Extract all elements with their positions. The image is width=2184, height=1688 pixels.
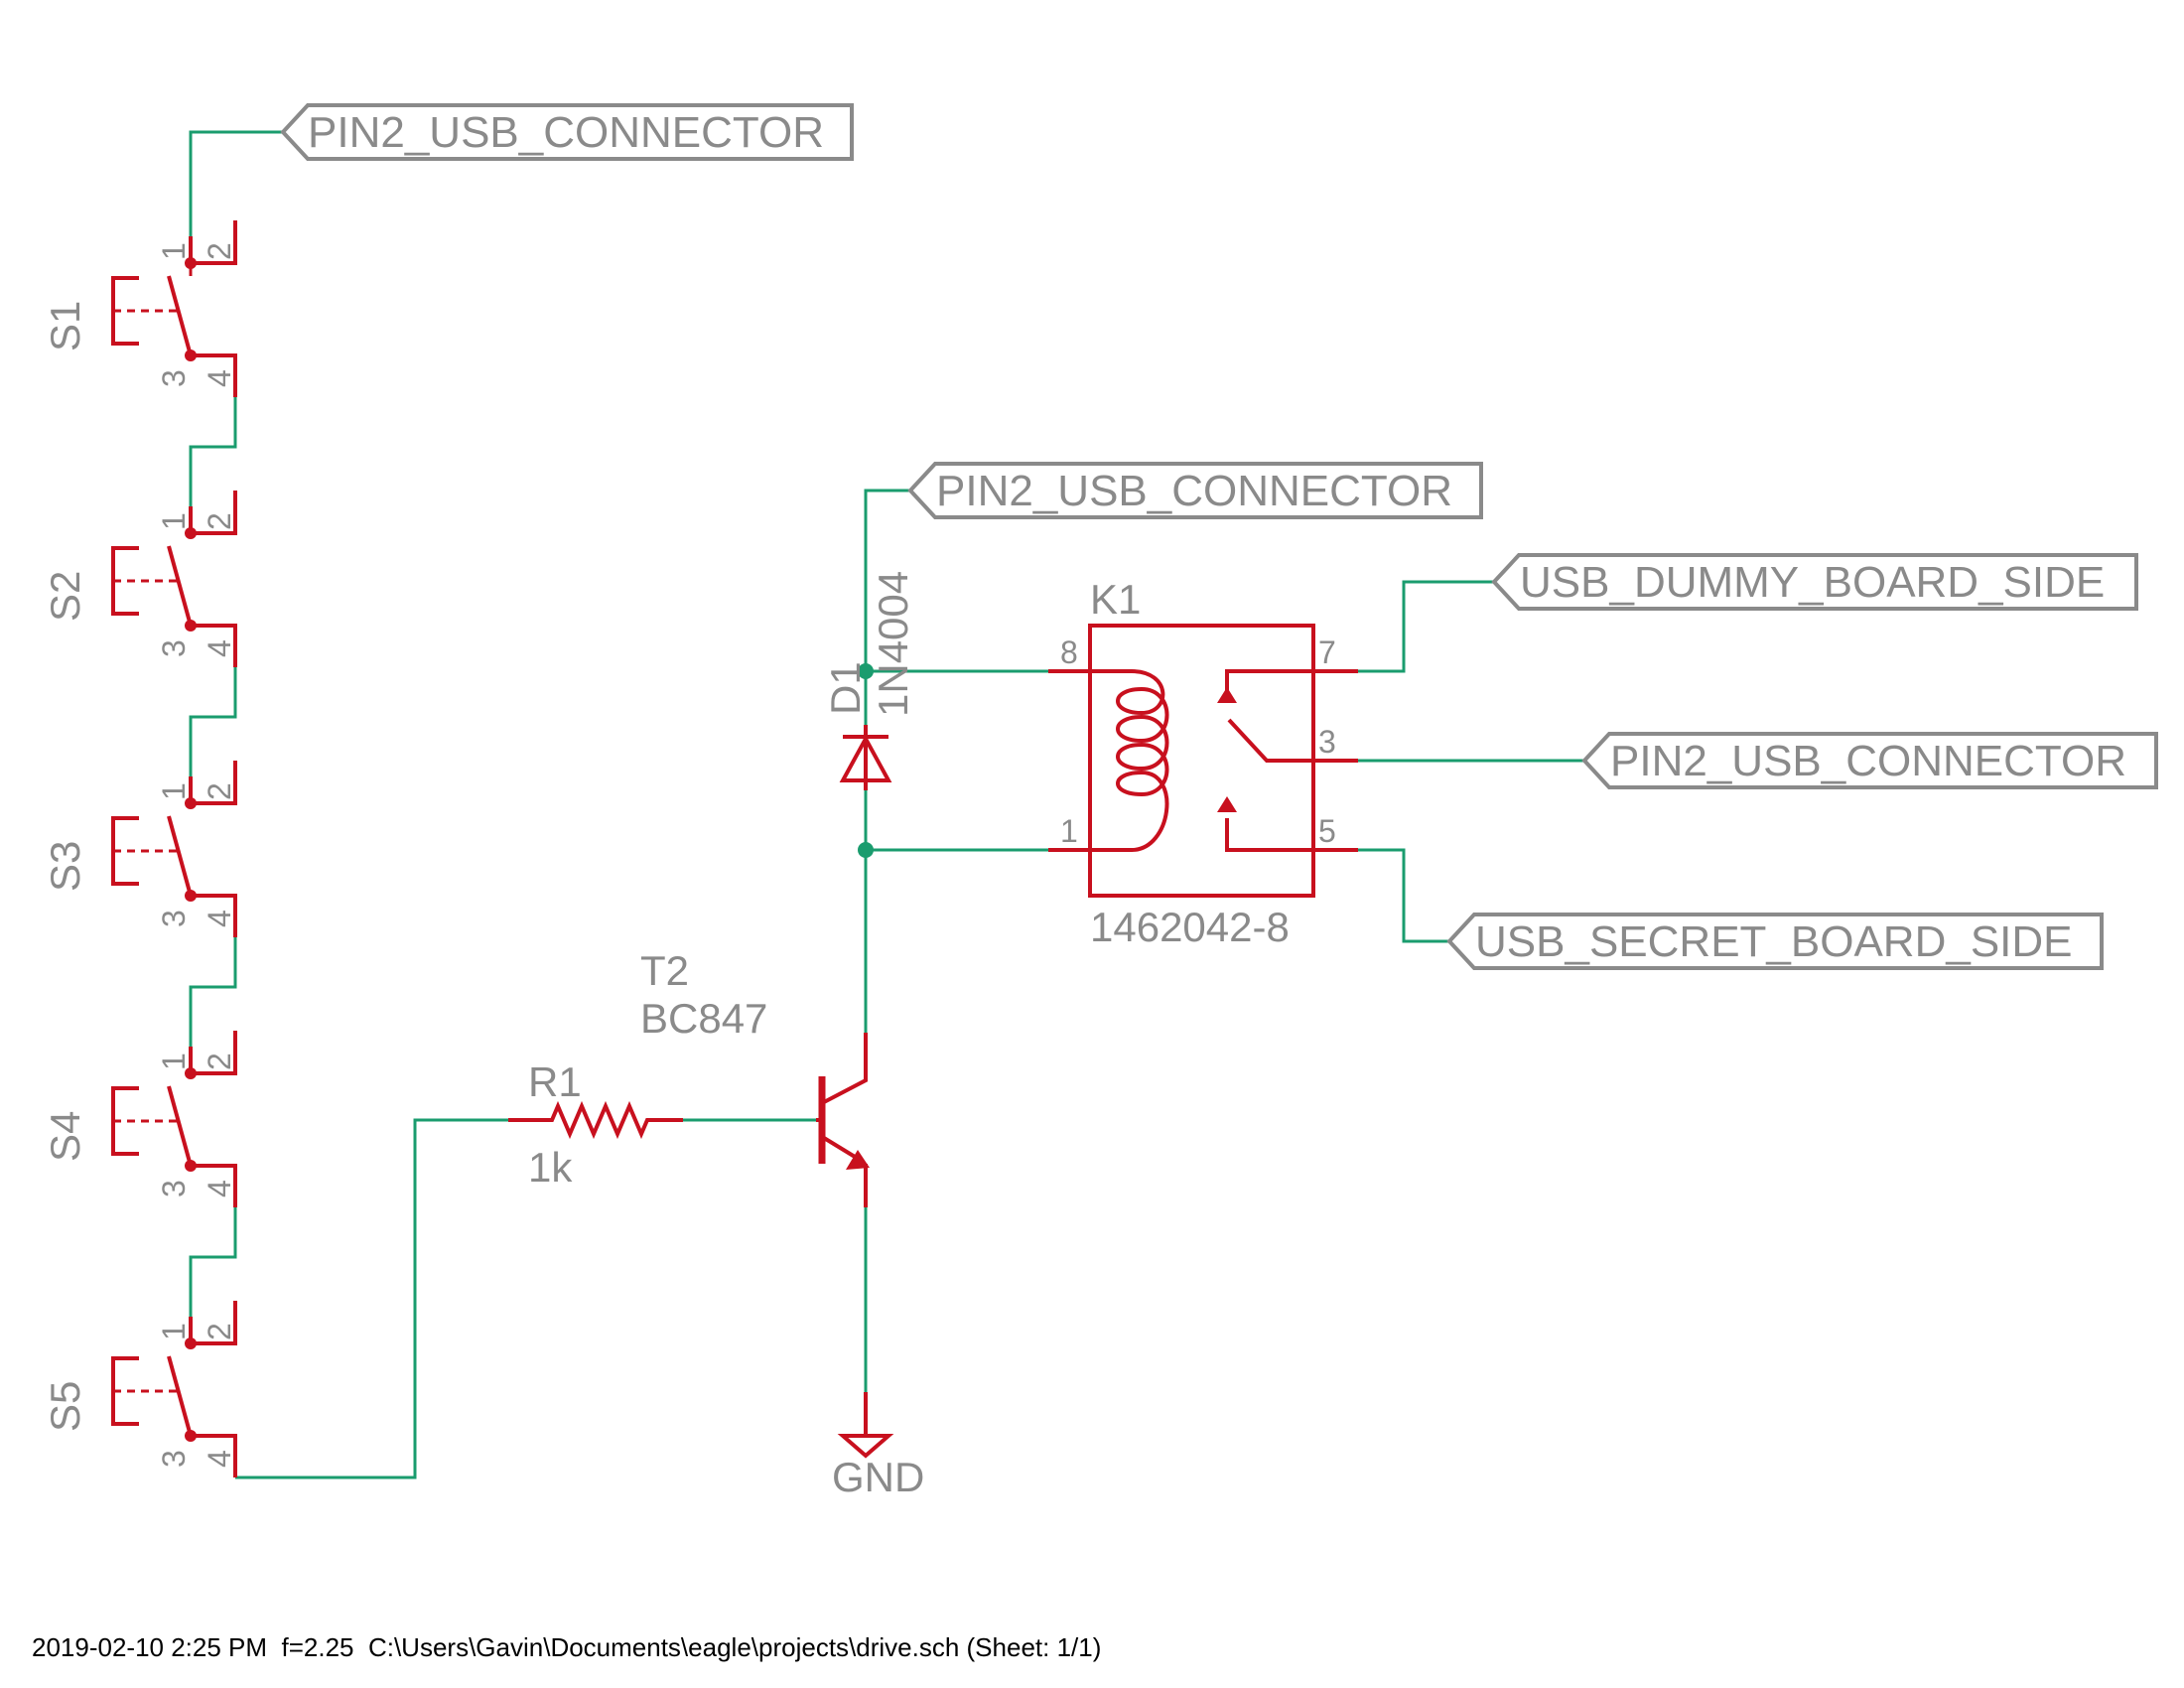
junction-dot (858, 842, 874, 858)
pin-number: 1 (156, 1053, 192, 1070)
pin-number: 1 (1060, 813, 1078, 849)
relay-ref: K1 (1090, 576, 1141, 623)
refdes-label: S4 (42, 1111, 88, 1162)
refdes-label: S1 (42, 301, 88, 352)
pin-number: 2 (202, 1323, 237, 1340)
switch-s1[interactable]: 1 2 3 4 S1 (42, 220, 237, 397)
wire-s1-s2 (189, 397, 237, 506)
wires (189, 130, 1584, 1479)
ground-symbol: GND (832, 1392, 924, 1500)
wire-top-net (189, 130, 283, 236)
relay-coil (1090, 669, 1169, 852)
pin-number: 4 (202, 1180, 237, 1197)
switch-s3[interactable]: 1 2 3 4 S3 (42, 761, 237, 937)
net-label-text: PIN2_USB_CONNECTOR (308, 108, 824, 157)
net-label-text: PIN2_USB_CONNECTOR (936, 467, 1452, 515)
relay-k1[interactable]: K1 1462042-8 8 1 7 3 5 (1048, 576, 1358, 950)
pin-number: 8 (1060, 634, 1078, 670)
wire-k1-pin7 (1358, 580, 1494, 673)
diode-value: 1N4004 (870, 571, 916, 717)
pin-number: 4 (202, 639, 237, 657)
pin-number: 3 (156, 1450, 192, 1468)
pin-number: 4 (202, 910, 237, 927)
switch-s5[interactable]: 1 2 3 4 S5 (42, 1301, 237, 1477)
wire-k1-pin5 (1358, 848, 1449, 943)
pin-number: 3 (156, 639, 192, 657)
wire-s5-to-r1 (235, 1118, 508, 1479)
junction-dot (858, 663, 874, 679)
net-label-diode-top[interactable]: PIN2_USB_CONNECTOR (907, 462, 1483, 519)
pin-number: 5 (1318, 813, 1336, 849)
resistor-r1[interactable]: R1 1k (508, 1058, 683, 1191)
transistor-value: BC847 (640, 995, 767, 1042)
net-label-text: USB_DUMMY_BOARD_SIDE (1520, 558, 2105, 607)
transistor-ref: T2 (640, 947, 689, 994)
net-label-relay-nc[interactable]: USB_DUMMY_BOARD_SIDE (1491, 553, 2138, 611)
pin-number: 2 (202, 512, 237, 530)
net-label-relay-common[interactable]: PIN2_USB_CONNECTOR (1581, 732, 2158, 789)
pin-number: 3 (156, 1180, 192, 1197)
pin-number: 3 (156, 910, 192, 927)
pin-number: 1 (156, 1323, 192, 1340)
wire-s3-s4 (189, 937, 237, 1047)
net-label-relay-no[interactable]: USB_SECRET_BOARD_SIDE (1446, 913, 2104, 970)
resistor-value: 1k (528, 1144, 573, 1191)
resistor-ref: R1 (528, 1058, 582, 1105)
refdes-label: S3 (42, 841, 88, 892)
pin-number: 7 (1318, 634, 1336, 670)
pin-number: 2 (202, 782, 237, 800)
pin-number: 1 (156, 782, 192, 800)
pin-number: 3 (1318, 724, 1336, 760)
pin-number: 4 (202, 1450, 237, 1468)
transistor-t2[interactable]: T2 BC847 (640, 947, 870, 1207)
pin-number: 2 (202, 242, 237, 260)
sheet-footer: 2019-02-10 2:25 PM f=2.25 C:\Users\Gavin… (32, 1632, 1102, 1662)
net-label-top-left[interactable]: PIN2_USB_CONNECTOR (280, 103, 854, 161)
refdes-label: S2 (42, 571, 88, 622)
net-label-text: USB_SECRET_BOARD_SIDE (1475, 917, 2073, 966)
wire-s4-s5 (189, 1207, 237, 1317)
pin-number: 1 (156, 512, 192, 530)
pin-number: 4 (202, 369, 237, 387)
wire-diode-top (864, 489, 910, 671)
pin-number: 2 (202, 1053, 237, 1070)
refdes-label: S5 (42, 1381, 88, 1432)
diode-ref: D1 (822, 661, 869, 715)
ground-label: GND (832, 1454, 924, 1500)
pin-number: 1 (156, 242, 192, 260)
wire-s2-s3 (189, 667, 237, 776)
switch-s4[interactable]: 1 2 3 4 S4 (42, 1031, 237, 1207)
net-label-text: PIN2_USB_CONNECTOR (1610, 737, 2126, 785)
diode-d1[interactable]: D1 1N4004 (822, 571, 916, 790)
switch-s2[interactable]: 1 2 3 4 S2 (42, 491, 237, 667)
pin-number: 3 (156, 369, 192, 387)
relay-value: 1462042-8 (1090, 904, 1290, 950)
